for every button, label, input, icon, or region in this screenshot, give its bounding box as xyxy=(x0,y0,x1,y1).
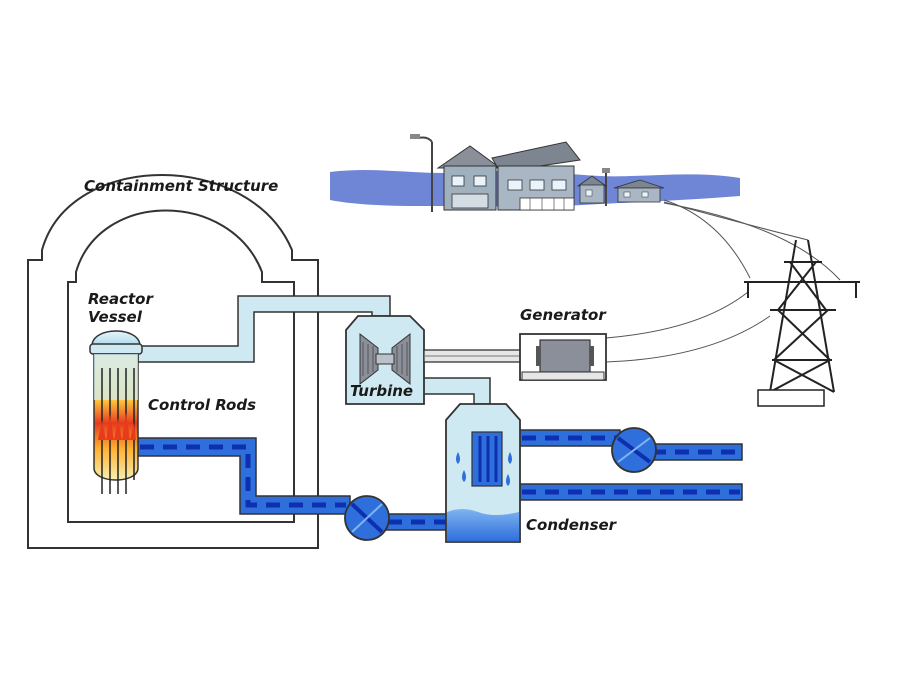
small-house-icon xyxy=(576,175,608,204)
reactor-vessel-label-line1: Reactor xyxy=(88,290,154,308)
control-rods-label: Control Rods xyxy=(148,396,256,414)
reactor-flames-icon xyxy=(98,412,136,440)
turbine xyxy=(345,315,425,405)
generator xyxy=(519,333,607,381)
landscape xyxy=(330,134,740,212)
power-lines xyxy=(605,199,841,363)
turbine-label: Turbine xyxy=(350,382,413,400)
condenser xyxy=(445,403,521,543)
far-house-icon xyxy=(613,179,665,203)
feedwater-pump-icon xyxy=(344,495,390,541)
condenser-label: Condenser xyxy=(526,516,618,534)
reactor-vessel-label-line2: Vessel xyxy=(88,308,143,326)
generator-label: Generator xyxy=(520,306,607,324)
street-lamp-icon xyxy=(410,134,433,212)
reactor-vessel xyxy=(89,330,143,481)
house-icon xyxy=(436,141,581,211)
containment-structure-label: Containment Structure xyxy=(84,177,278,195)
droplet-icon xyxy=(456,452,512,486)
cooling-pump-icon xyxy=(611,427,657,473)
transmission-tower-icon xyxy=(744,239,860,407)
street-lamp-icon xyxy=(602,168,610,206)
